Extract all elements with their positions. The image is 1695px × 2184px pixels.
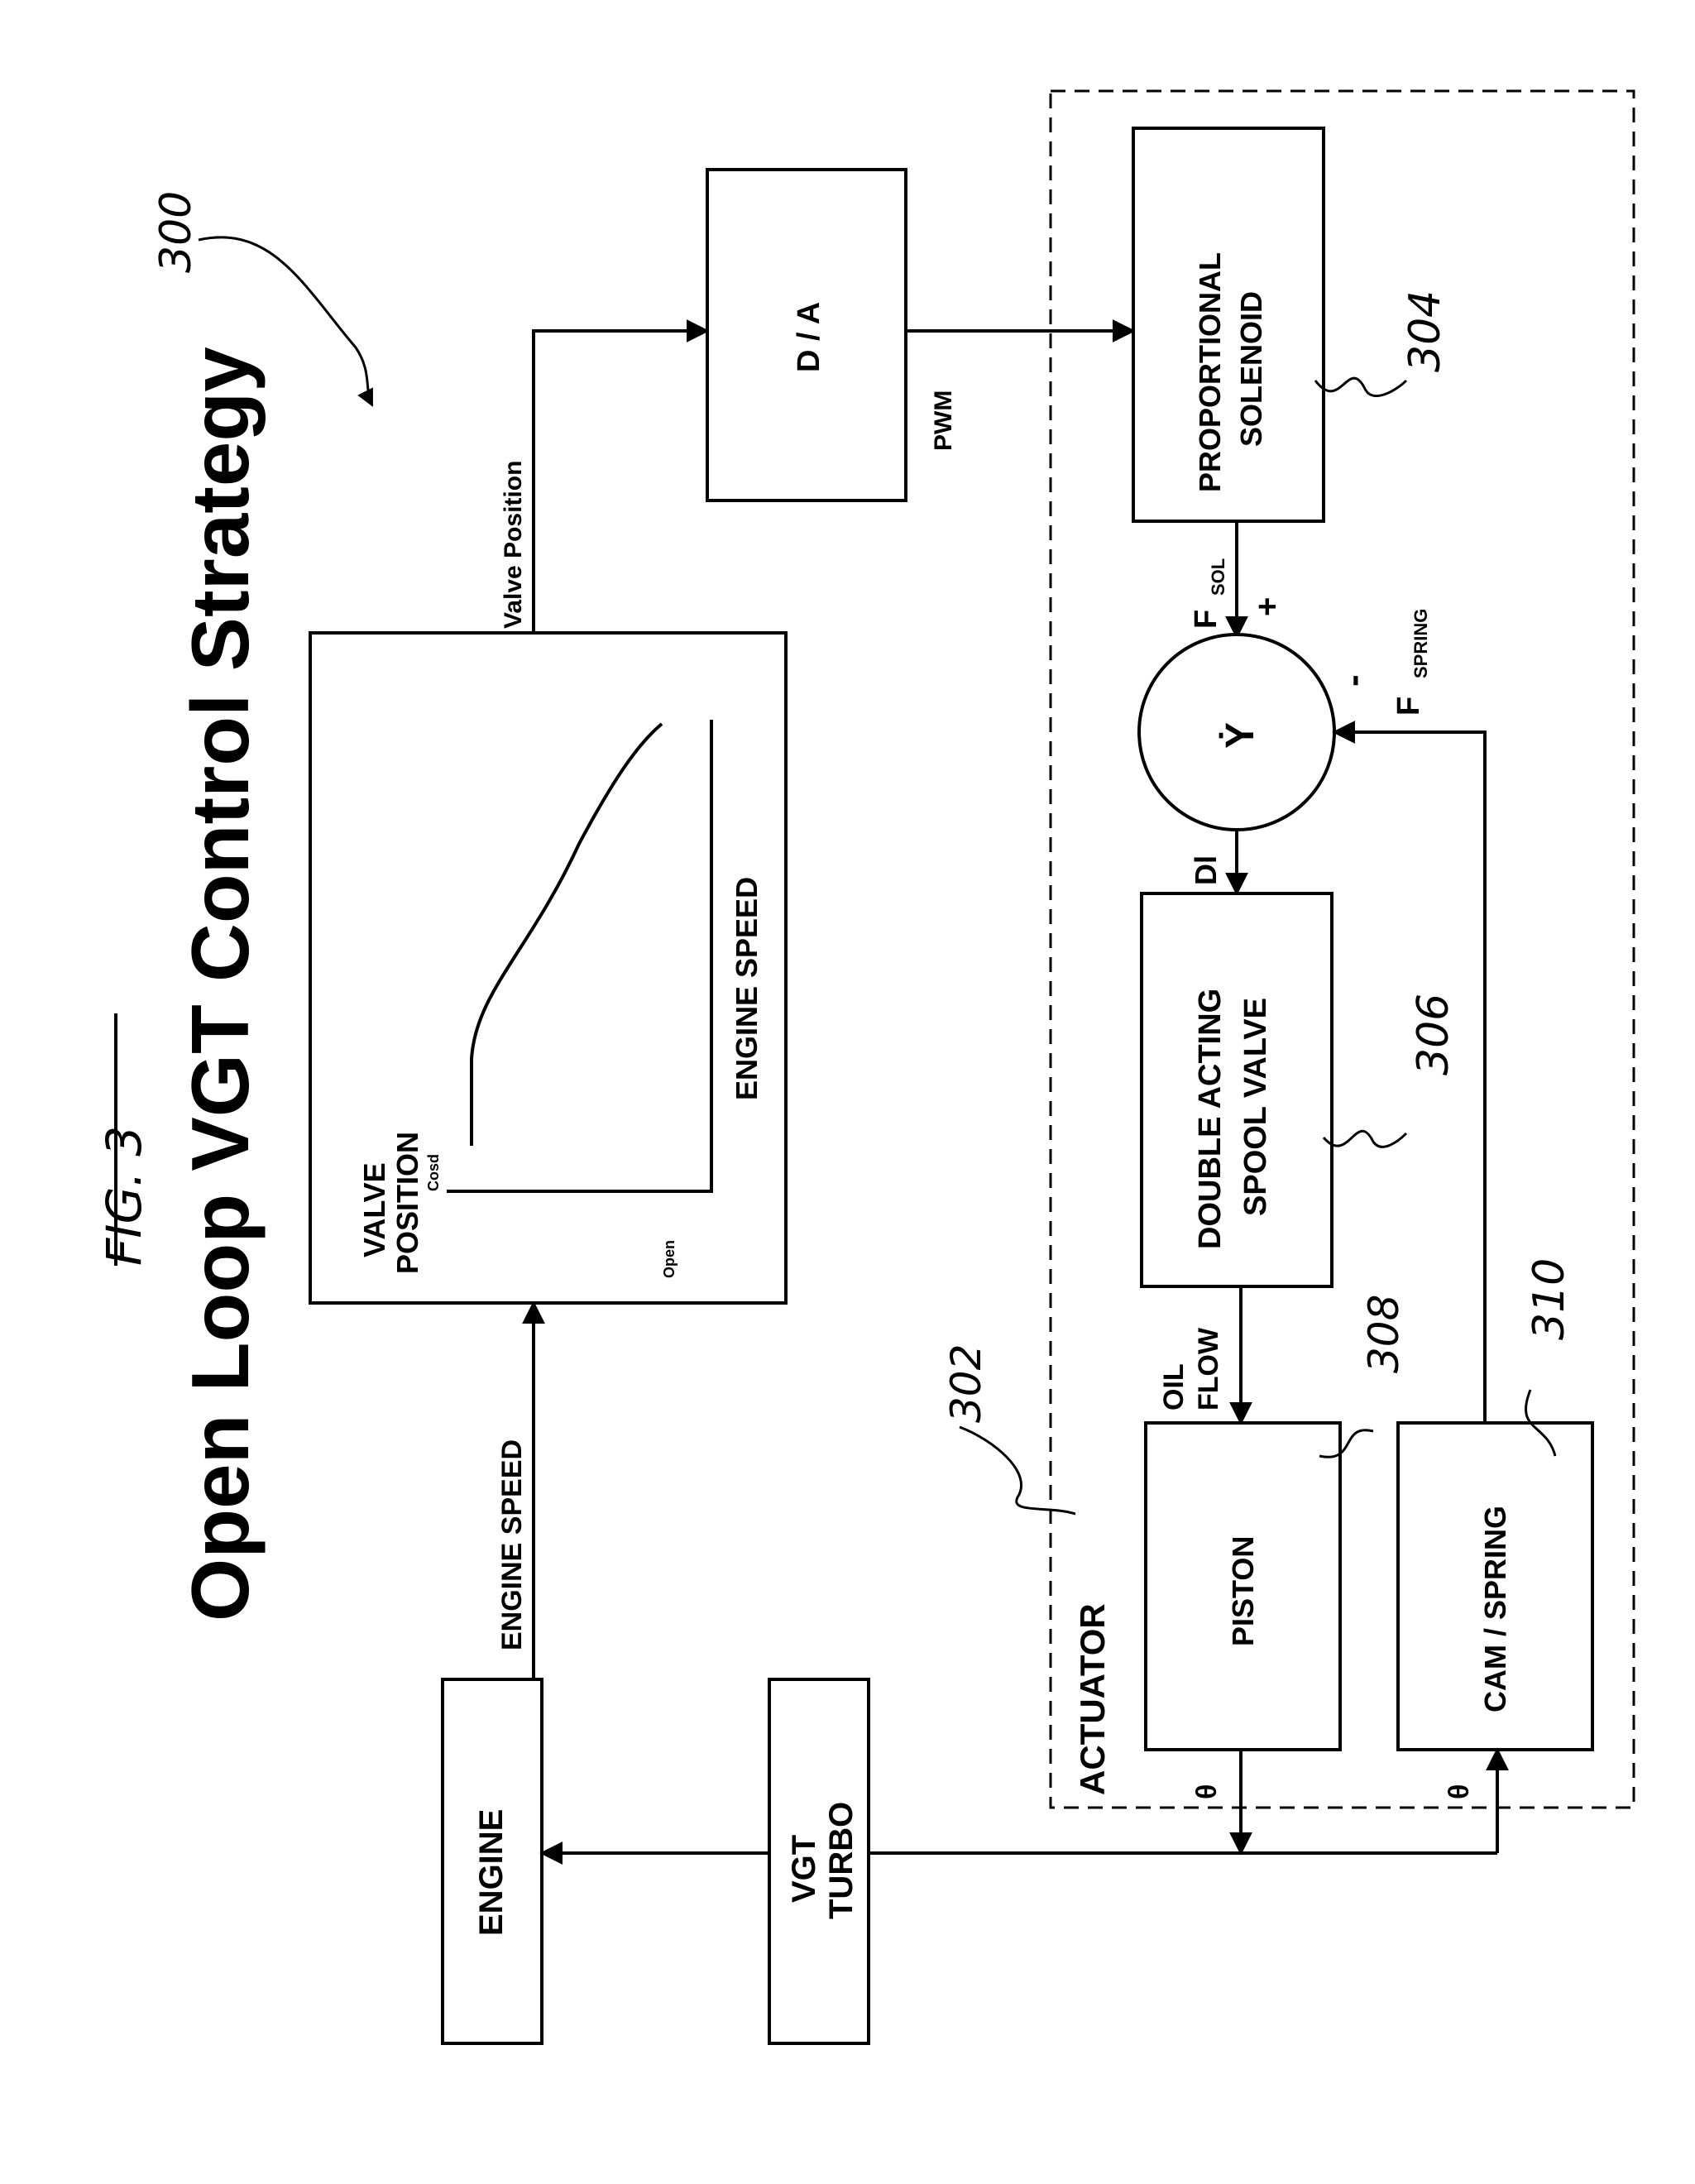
pwm-signal-label: PWM xyxy=(930,390,957,451)
valve-position-signal-label: Valve Position xyxy=(500,461,527,629)
da-label: D / A xyxy=(792,302,826,372)
map-x-label: ENGINE SPEED xyxy=(730,877,764,1100)
solenoid-label-2: SOLENOID xyxy=(1234,291,1268,447)
spool-valve-label-1: DOUBLE ACTING xyxy=(1193,989,1228,1249)
ref-306-leader xyxy=(1324,1131,1406,1147)
map-y-label-2: POSITION xyxy=(390,1132,424,1274)
theta-cam-label: θ xyxy=(1444,1784,1475,1799)
ref-310: 310 xyxy=(1525,1258,1574,1340)
f-spring-label: F xyxy=(1391,697,1426,716)
ref-300: 300 xyxy=(151,191,201,273)
figure-label: FIG. 3 xyxy=(96,1126,152,1266)
valve-position-line xyxy=(534,331,707,633)
vgt-turbo-label-1: VGT xyxy=(786,1835,822,1903)
summing-node-label: Ẏ xyxy=(1219,722,1262,749)
cam-spring-label: CAM / SPRING xyxy=(1478,1506,1512,1712)
solenoid-label-1: PROPORTIONAL xyxy=(1193,252,1227,492)
plus-sign: + xyxy=(1249,597,1286,616)
proportional-solenoid-block: PROPORTIONAL SOLENOID xyxy=(1133,128,1324,521)
dl-label: Dl xyxy=(1189,855,1223,885)
f-spring-subscript: SPRING xyxy=(1410,609,1431,678)
ref-306: 306 xyxy=(1409,994,1458,1075)
summing-node: Ẏ xyxy=(1139,635,1334,830)
ref-302: 302 xyxy=(942,1344,990,1423)
da-converter-block: D / A xyxy=(707,170,906,500)
ref-304: 304 xyxy=(1401,290,1450,372)
piston-label: PISTON xyxy=(1226,1536,1260,1646)
ref-304-leader xyxy=(1315,378,1406,395)
diagram-title: Open Loop VGT Control Strategy xyxy=(175,347,266,1621)
spool-valve-label-2: SPOOL VALVE xyxy=(1238,998,1273,1216)
piston-block: PISTON xyxy=(1146,1423,1340,1750)
cam-spring-block: CAM / SPRING xyxy=(1398,1423,1592,1750)
engine-block: ENGINE xyxy=(443,1679,542,2043)
ref-302-leader xyxy=(960,1427,1075,1514)
ref-308: 308 xyxy=(1360,1295,1408,1373)
map-y-label-1: VALVE xyxy=(357,1162,391,1257)
actuator-label: ACTUATOR xyxy=(1073,1603,1112,1795)
map-open-label: Open xyxy=(661,1240,678,1278)
f-spring-line xyxy=(1334,732,1485,1423)
vgt-turbo-label-2: TURBO xyxy=(823,1802,859,1919)
vgt-turbo-block: VGT TURBO xyxy=(769,1679,869,2043)
spool-valve-block: DOUBLE ACTING SPOOL VALVE xyxy=(1142,893,1332,1286)
oil-flow-label-1: OIL xyxy=(1158,1363,1190,1410)
valve-position-map-block: VALVE POSITION Cosd Open ENGINE SPEED xyxy=(310,633,786,1303)
engine-label: ENGINE xyxy=(473,1809,510,1936)
oil-flow-label-2: FLOW xyxy=(1193,1327,1224,1410)
minus-sign: - xyxy=(1333,674,1373,687)
theta-piston-label: θ xyxy=(1191,1784,1223,1799)
map-closed-label: Cosd xyxy=(425,1154,442,1191)
f-sol-label: F xyxy=(1189,610,1223,629)
f-sol-subscript: SOL xyxy=(1208,558,1228,596)
engine-speed-signal-label: ENGINE SPEED xyxy=(496,1439,528,1650)
